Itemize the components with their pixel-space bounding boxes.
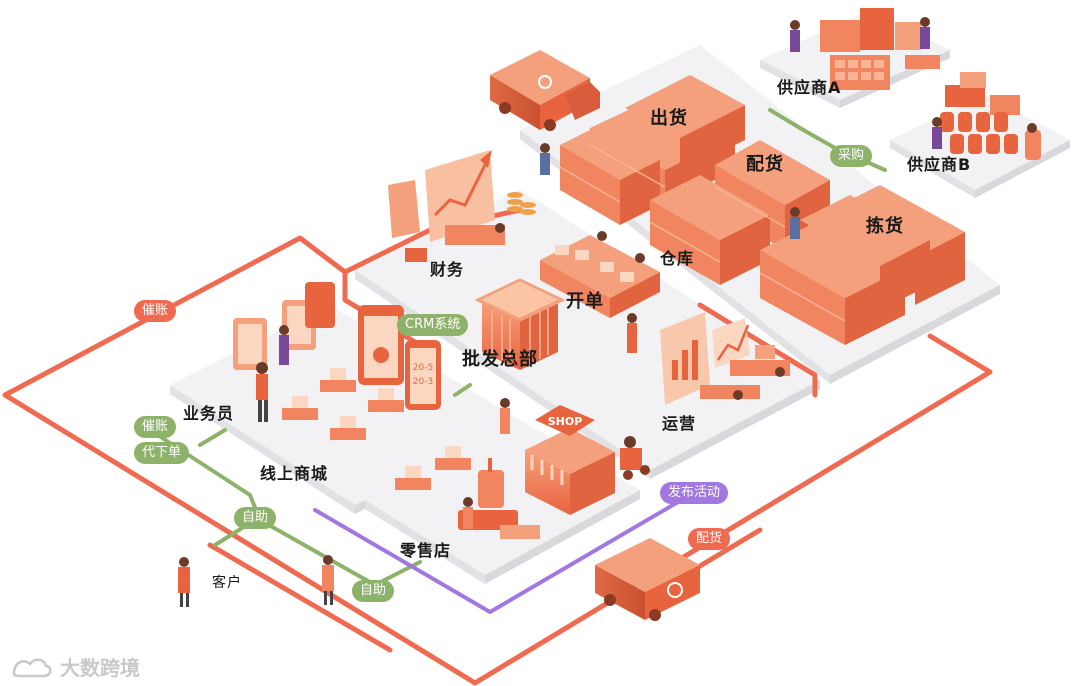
distribution-label: 配货	[746, 154, 784, 175]
publish-activity-line	[313, 493, 692, 614]
crm-tag: CRM系统	[397, 314, 469, 336]
finance-label: 财务	[430, 260, 465, 279]
truck-bottom-illustration	[595, 538, 700, 621]
truck-top-illustration	[490, 50, 600, 131]
customer-label: 客户	[212, 575, 242, 591]
delivery-tag: 配货	[688, 528, 731, 550]
supplier-a-label: 供应商A	[777, 78, 842, 97]
headquarters-building	[474, 278, 566, 370]
purchase-tag: 采购	[830, 145, 873, 167]
supplier-a-illustration	[790, 8, 940, 90]
store-sign: SHOP	[548, 415, 583, 428]
online-mall-label: 线上商城	[260, 464, 329, 483]
publish-activity-tag: 发布活动	[660, 482, 729, 504]
retail-store-label: 零售店	[400, 541, 452, 560]
shipping-label: 出货	[650, 108, 688, 129]
picking-label: 拣货	[866, 216, 904, 237]
warehouse-label: 仓库	[660, 249, 695, 268]
watermark: 大数跨境	[10, 652, 140, 681]
supplier-b-illustration	[932, 72, 1041, 160]
salesperson-label: 业务员	[183, 404, 235, 423]
watermark-text: 大数跨境	[60, 656, 140, 680]
billboard-line-2: 20-3	[413, 377, 433, 387]
retail-store-illustration: SHOP	[395, 398, 650, 539]
order-on-behalf-tag: 代下单	[134, 442, 190, 464]
supplier-b-label: 供应商B	[907, 155, 972, 174]
customer-figures	[178, 555, 334, 607]
operations-illustration	[660, 312, 790, 405]
collect-payment-loop	[2, 235, 993, 686]
billing-counter-illustration	[540, 231, 660, 353]
self-service-tag-1: 自助	[234, 507, 277, 529]
watermark-logo-icon	[12, 658, 52, 677]
headquarters-label: 批发总部	[462, 349, 538, 370]
billboard-line-1: 20-5	[413, 363, 433, 373]
finance-illustration	[388, 150, 536, 262]
operations-label: 运营	[662, 414, 697, 433]
collect-payment-tag-top: 催账	[134, 300, 177, 322]
online-mall-illustration: 20-5 20-3	[233, 282, 441, 440]
warehouse-shelves	[540, 75, 965, 345]
self-service-tag-2: 自助	[352, 580, 395, 602]
headquarters-platform	[355, 190, 820, 470]
collect-payment-tag-left: 催账	[134, 416, 177, 438]
billing-label: 开单	[566, 291, 604, 312]
